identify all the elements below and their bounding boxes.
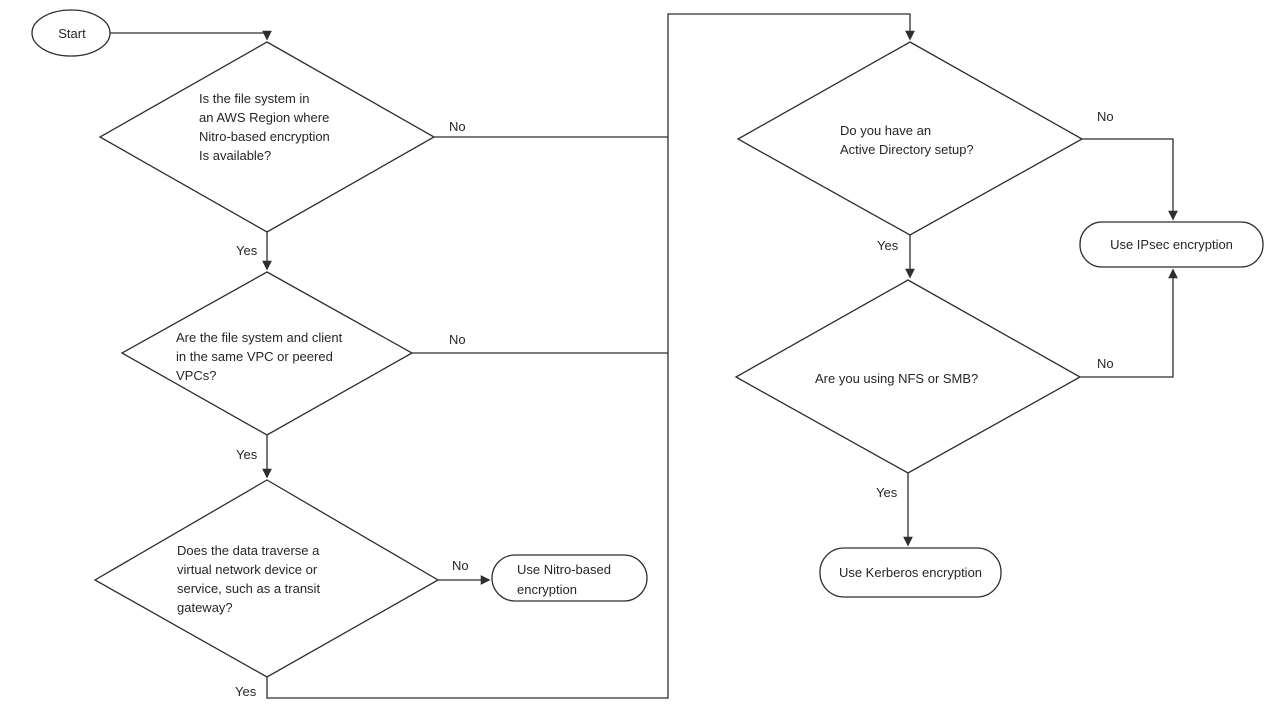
edge-label-d3-yes: Yes	[235, 684, 257, 699]
decision-same-vpc-line1: Are the file system and client	[176, 330, 343, 345]
result-kerberos-encryption-label: Use Kerberos encryption	[838, 565, 983, 580]
decision-active-directory-label: Do you have an Active Directory setup?	[840, 121, 974, 159]
result-ipsec-encryption-shape	[1079, 221, 1264, 268]
result-kerberos-encryption-shape	[819, 547, 1002, 598]
decision-active-directory-line2: Active Directory setup?	[840, 142, 974, 157]
decision-active-directory-line1: Do you have an	[840, 123, 932, 138]
decision-transit-gateway-label: Does the data traverse a virtual network…	[177, 541, 320, 617]
decision-transit-gateway-line2: virtual network device or	[177, 562, 318, 577]
edge-start-to-d1	[110, 30, 272, 41]
edge-label-d2-yes: Yes	[236, 447, 258, 462]
decision-nfs-smb-shape	[734, 279, 1082, 474]
decision-nitro-region-line3: Nitro-based encryption	[199, 129, 330, 144]
start-terminal-shape	[31, 9, 111, 57]
decision-nfs-smb-label: Are you using NFS or SMB?	[815, 371, 979, 386]
edge-label-d1-no: No	[449, 119, 466, 134]
result-nitro-encryption-shape	[491, 554, 648, 602]
decision-nitro-region-line2: an AWS Region where	[199, 110, 330, 125]
edge-label-d5-yes: Yes	[876, 485, 898, 500]
edge-d3-yes-trunk-to-d4	[266, 13, 915, 699]
edge-label-d5-no: No	[1097, 356, 1114, 371]
edge-label-d4-yes: Yes	[877, 238, 899, 253]
edge-d5-no-to-ipsec	[1080, 268, 1178, 378]
decision-transit-gateway-shape	[93, 479, 440, 678]
start-terminal-label: Start	[58, 25, 86, 41]
edge-label-d3-no: No	[452, 558, 469, 573]
decision-nitro-region-line1: Is the file system in	[199, 91, 310, 106]
decision-transit-gateway-line1: Does the data traverse a	[177, 543, 320, 558]
edge-label-d4-no: No	[1097, 109, 1114, 124]
edge-label-d1-yes: Yes	[236, 243, 258, 258]
result-nitro-encryption-line2: encryption	[517, 582, 577, 597]
decision-same-vpc-label: Are the file system and client in the sa…	[176, 328, 342, 385]
result-nitro-encryption-line1: Use Nitro-based	[517, 562, 611, 577]
edge-label-d2-no: No	[449, 332, 466, 347]
result-nitro-encryption-label: Use Nitro-based encryption	[517, 560, 611, 600]
decision-active-directory-shape	[736, 41, 1084, 236]
decision-nitro-region-shape	[98, 41, 436, 233]
decision-nitro-region-line4: Is available?	[199, 148, 272, 163]
decision-transit-gateway-line3: service, such as a transit	[177, 581, 321, 596]
decision-same-vpc-line3: VPCs?	[176, 368, 217, 383]
decision-transit-gateway-line4: gateway?	[177, 600, 233, 615]
result-ipsec-encryption-label: Use IPsec encryption	[1110, 237, 1233, 252]
decision-nitro-region-label: Is the file system in an AWS Region wher…	[199, 89, 330, 165]
decision-same-vpc-shape	[120, 271, 414, 436]
decision-same-vpc-line2: in the same VPC or peered	[176, 349, 333, 364]
edge-d4-no-to-ipsec	[1082, 138, 1178, 221]
